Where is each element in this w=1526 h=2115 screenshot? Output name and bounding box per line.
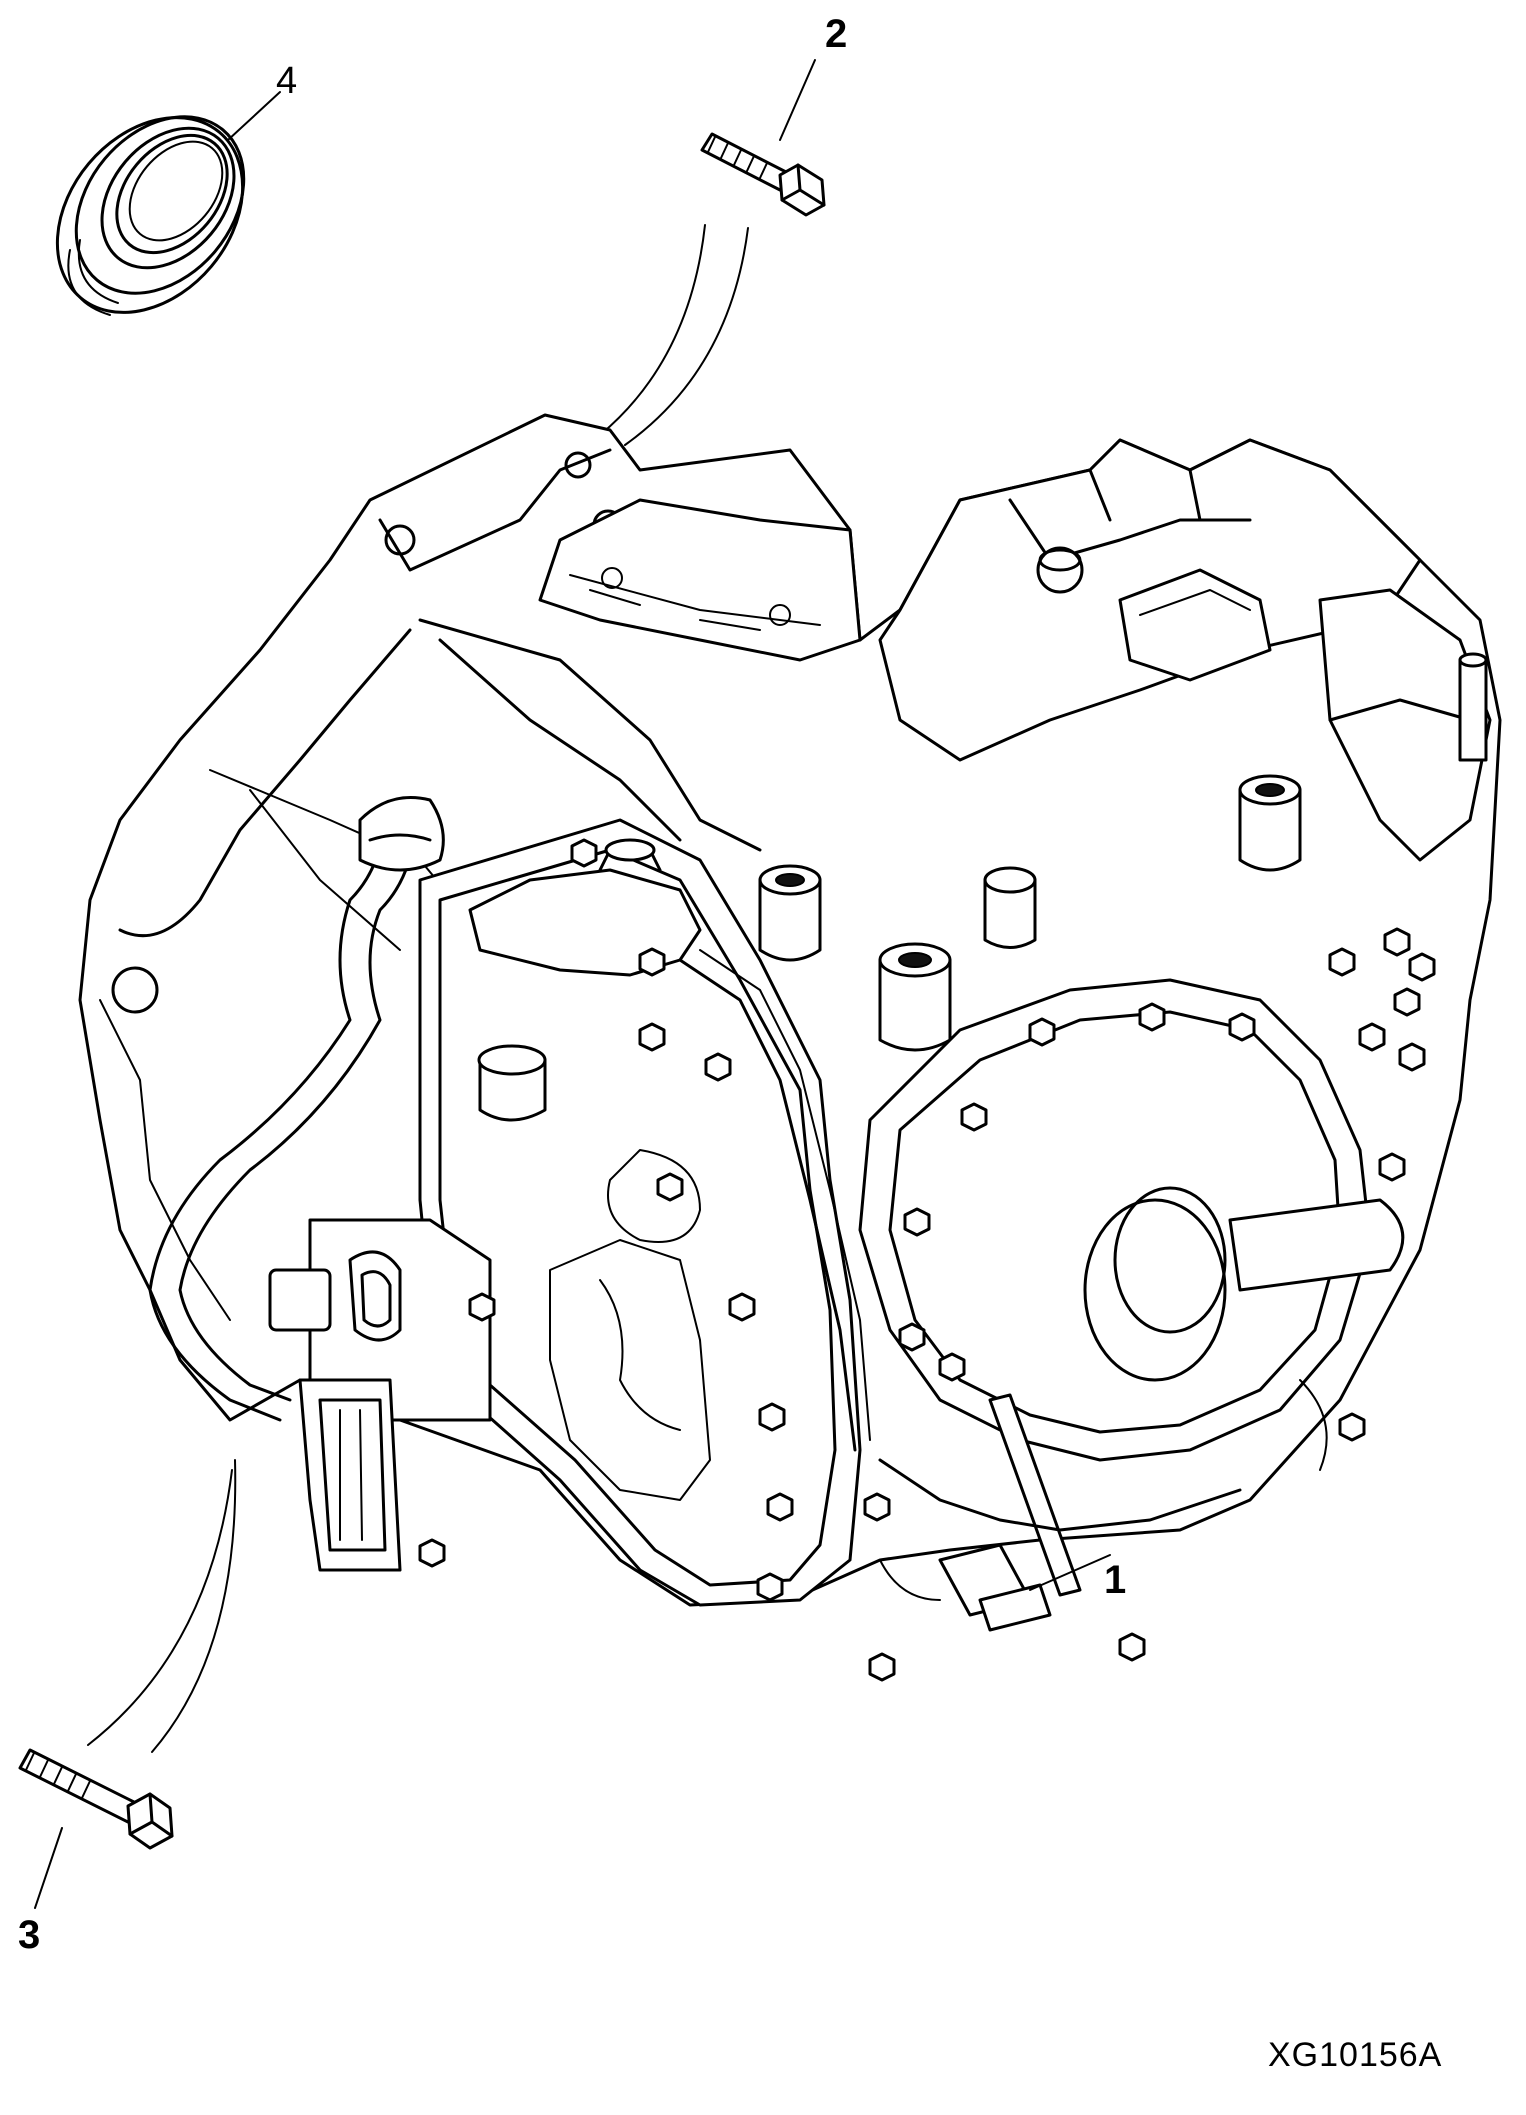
cover-bolts	[570, 838, 794, 1602]
figure-code: XG10156A	[1268, 2036, 1443, 2074]
callout-upper-bolt: 2	[825, 12, 848, 56]
lower-bolt	[18, 1748, 174, 1850]
bolt-path-2b	[624, 227, 749, 446]
bolt-path-3b	[151, 1459, 237, 1753]
oil-seal	[55, 115, 246, 316]
wiring-harness	[148, 796, 445, 1422]
leader-line-4	[227, 91, 281, 141]
differential-housing	[858, 978, 1406, 1682]
transmission-assembly	[78, 413, 1502, 1682]
electrical-connector	[268, 1218, 496, 1572]
right-bolt-cluster	[1328, 927, 1436, 1072]
callout-oil-seal: 4	[276, 60, 298, 102]
callout-lower-bolt: 3	[18, 1913, 41, 1957]
leader-line-2	[779, 59, 816, 141]
callout-transmission: 1	[1104, 1558, 1127, 1602]
leader-line-1	[1029, 1554, 1111, 1591]
leader-line-3	[34, 1827, 63, 1909]
bolt-path-3a	[87, 1469, 233, 1746]
upper-bolt	[700, 132, 826, 217]
cylinder-bosses	[758, 774, 1302, 1052]
bolt-path-2a	[599, 224, 706, 436]
